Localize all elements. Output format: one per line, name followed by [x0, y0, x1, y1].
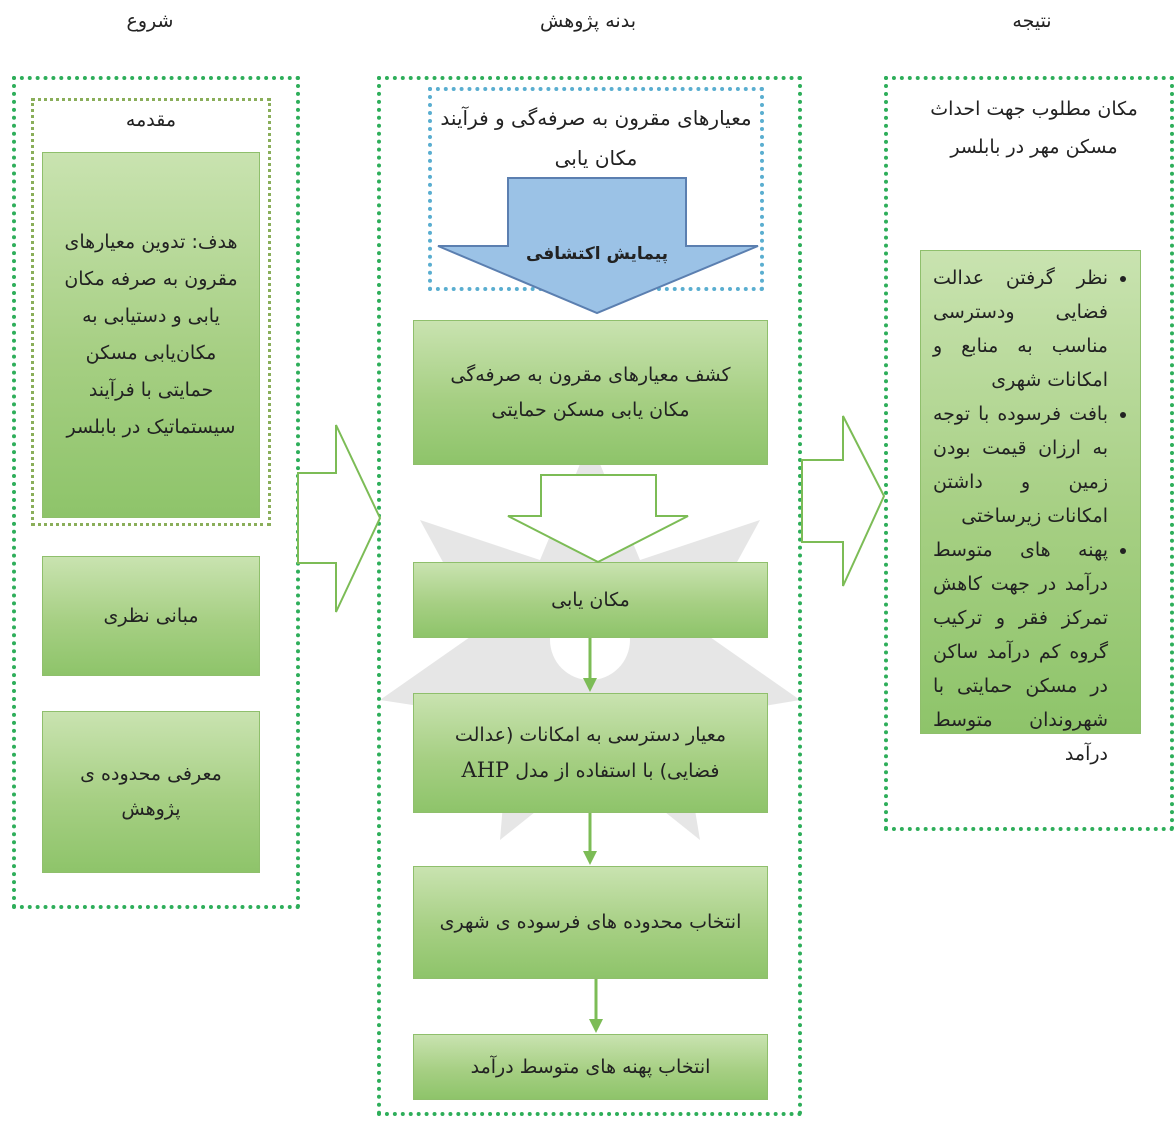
result-bullet-3: پهنه های متوسط درآمد در جهت کاهش تمرکز ف… — [933, 533, 1108, 771]
connector-head-3 — [589, 1019, 603, 1033]
column-title-result: نتیجه — [1012, 10, 1052, 32]
step-discover-box: کشف معیارهای مقرون به صرفه‌گی مکان یابی … — [413, 320, 768, 465]
goal-box: هدف: تدوین معیارهای مقرون به صرفه مکان ی… — [42, 152, 260, 518]
intro-frame — [31, 98, 271, 526]
result-bullet-2: بافت فرسوده با توجه به ارزان قیمت بودن ز… — [933, 397, 1108, 533]
step-access-box: معیار دسترسی به امکانات (عدالت فضایی) با… — [413, 693, 768, 813]
survey-label: پیمایش اکتشافی — [525, 244, 669, 264]
step-middle-income-box: انتخاب پهنه های متوسط درآمد — [413, 1034, 768, 1100]
step-worn-areas-text: انتخاب محدوده های فرسوده ی شهری — [439, 911, 742, 933]
discover-to-locate-arrow — [507, 474, 689, 564]
theory-box: مبانی نظری — [42, 556, 260, 676]
body-column-frame — [377, 76, 802, 1116]
connector-head-2 — [583, 851, 597, 865]
theory-text: مبانی نظری — [103, 604, 199, 627]
step-middle-income-text: انتخاب پهنه های متوسط درآمد — [470, 1055, 711, 1078]
step-locate-box: مکان یابی — [413, 562, 768, 638]
study-area-box: معرفی محدوده ی پژوهش — [42, 711, 260, 873]
connector-head-1 — [583, 678, 597, 692]
step-worn-areas-box: انتخاب محدوده های فرسوده ی شهری — [413, 866, 768, 979]
step-access-text: معیار دسترسی به امکانات (عدالت فضایی) با… — [428, 718, 753, 789]
column-title-start: شروع — [126, 10, 174, 32]
step-discover-text: کشف معیارهای مقرون به صرفه‌گی مکان یابی … — [450, 363, 731, 421]
result-bullets: نظر گرفتن عدالت فضایی ودسترسی مناسب به م… — [921, 261, 1140, 771]
result-column-frame — [884, 76, 1174, 831]
step-access-main: معیار دسترسی به امکانات (عدالت فضایی) با… — [454, 723, 727, 782]
criteria-header: معیارهای مقرون به صرفه‌گی و فرآیند مکان … — [440, 106, 752, 170]
result-header: مکان مطلوب جهت احداث مسکن مهر در بابلسر — [930, 98, 1138, 158]
goal-text: هدف: تدوین معیارهای مقرون به صرفه مکان ی… — [64, 231, 238, 438]
start-to-body-arrow — [297, 424, 382, 613]
survey-arrow — [437, 177, 759, 315]
study-area-text: معرفی محدوده ی پژوهش — [80, 763, 222, 820]
ahp-label: AHP — [461, 757, 510, 782]
result-bullet-1: نظر گرفتن عدالت فضایی ودسترسی مناسب به م… — [933, 261, 1108, 397]
result-box: نظر گرفتن عدالت فضایی ودسترسی مناسب به م… — [920, 250, 1141, 765]
body-to-result-arrow — [801, 415, 886, 587]
intro-label: مقدمه — [125, 109, 177, 131]
step-locate-text: مکان یابی — [551, 588, 630, 611]
column-title-body: بدنه پژوهش — [540, 10, 636, 32]
